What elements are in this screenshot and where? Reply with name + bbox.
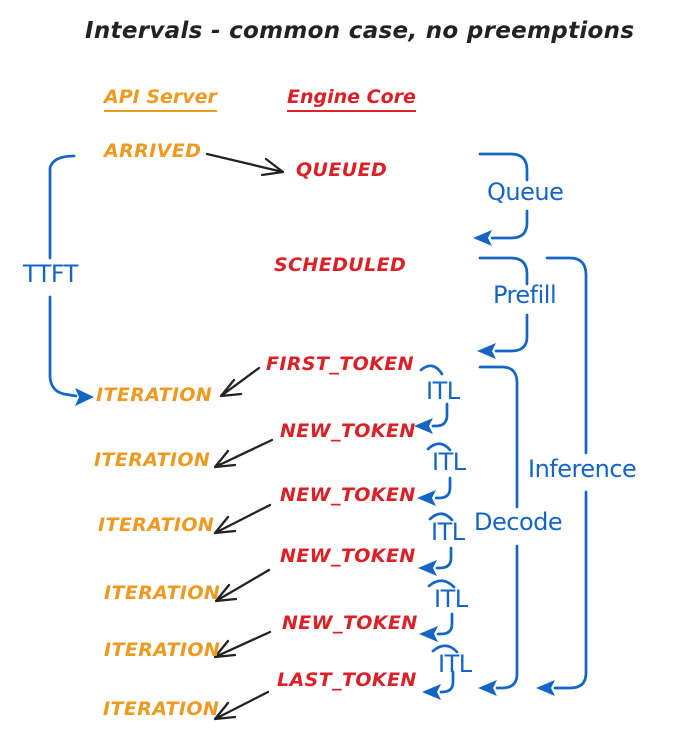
decode-arrowhead-icon <box>478 680 497 696</box>
arrow-new-token1-to-iteration <box>213 438 274 469</box>
arrow-first-token-to-iteration <box>219 366 261 398</box>
column-header-api-server: API Server <box>104 86 217 112</box>
interval-label-prefill: Prefill <box>493 281 557 309</box>
prefill-arrowhead-icon <box>477 343 496 359</box>
event-arrived: ARRIVED <box>104 140 202 162</box>
column-header-engine-core: Engine Core <box>287 86 416 112</box>
prefill-bracket <box>478 256 529 353</box>
itl5-arrowhead-icon <box>422 684 441 700</box>
interval-label-itl-4: ITL <box>434 585 468 613</box>
event-iteration-3: ITERATION <box>98 514 215 536</box>
event-iteration-5: ITERATION <box>104 639 221 661</box>
itl5-open-curve <box>431 644 459 654</box>
itl4-open-curve <box>427 579 456 589</box>
arrow-new-token3-to-iteration <box>214 568 271 603</box>
ttft-arrowhead-icon <box>75 388 94 406</box>
interval-label-queue: Queue <box>487 178 564 206</box>
itl3-arrowhead-icon <box>418 560 437 576</box>
event-new-token-1: NEW_TOKEN <box>280 420 416 442</box>
interval-label-ttft: TTFT <box>23 260 78 288</box>
event-queued: QUEUED <box>296 159 388 181</box>
itl1-hook <box>431 402 449 428</box>
decode-bracket <box>478 365 519 690</box>
queue-bracket <box>478 152 529 240</box>
event-iteration-1: ITERATION <box>96 384 213 406</box>
arrow-new-token2-to-iteration <box>213 503 272 535</box>
queue-arrowhead-icon <box>473 230 492 246</box>
itl1-open-curve <box>419 364 444 376</box>
arrow-arrived-to-queued <box>205 152 285 177</box>
interval-label-itl-5: ITL <box>438 650 472 678</box>
itl2-arrowhead-icon <box>417 490 436 506</box>
event-last-token: LAST_TOKEN <box>277 669 417 691</box>
itl2-open-curve <box>426 442 452 452</box>
page-title: Intervals - common case, no preemptions <box>85 18 635 44</box>
event-scheduled: SCHEDULED <box>274 254 407 276</box>
event-new-token-4: NEW_TOKEN <box>282 612 418 634</box>
event-iteration-4: ITERATION <box>104 582 221 604</box>
interval-label-inference: Inference <box>528 455 637 483</box>
event-first-token: FIRST_TOKEN <box>266 353 414 375</box>
itl1-arrowhead-icon <box>414 418 433 434</box>
arrow-new-token4-to-iteration <box>213 630 272 659</box>
inference-bracket <box>545 256 588 690</box>
inference-arrowhead-icon <box>536 680 555 696</box>
interval-label-decode: Decode <box>474 508 563 536</box>
interval-label-itl-3: ITL <box>431 518 465 546</box>
interval-label-itl-1: ITL <box>426 377 460 405</box>
arrow-last-token-to-iteration <box>213 690 270 721</box>
itl4-hook <box>436 612 454 636</box>
itl4-arrowhead-icon <box>419 626 438 642</box>
itl3-hook <box>435 546 453 570</box>
interval-label-itl-2: ITL <box>432 448 466 476</box>
itl3-open-curve <box>428 512 454 522</box>
event-new-token-3: NEW_TOKEN <box>280 545 416 567</box>
ttft-bracket <box>48 154 78 398</box>
itl5-hook <box>439 670 455 694</box>
event-iteration-6: ITERATION <box>103 698 220 720</box>
itl2-hook <box>434 476 452 500</box>
event-new-token-2: NEW_TOKEN <box>280 484 416 506</box>
event-iteration-2: ITERATION <box>94 449 211 471</box>
